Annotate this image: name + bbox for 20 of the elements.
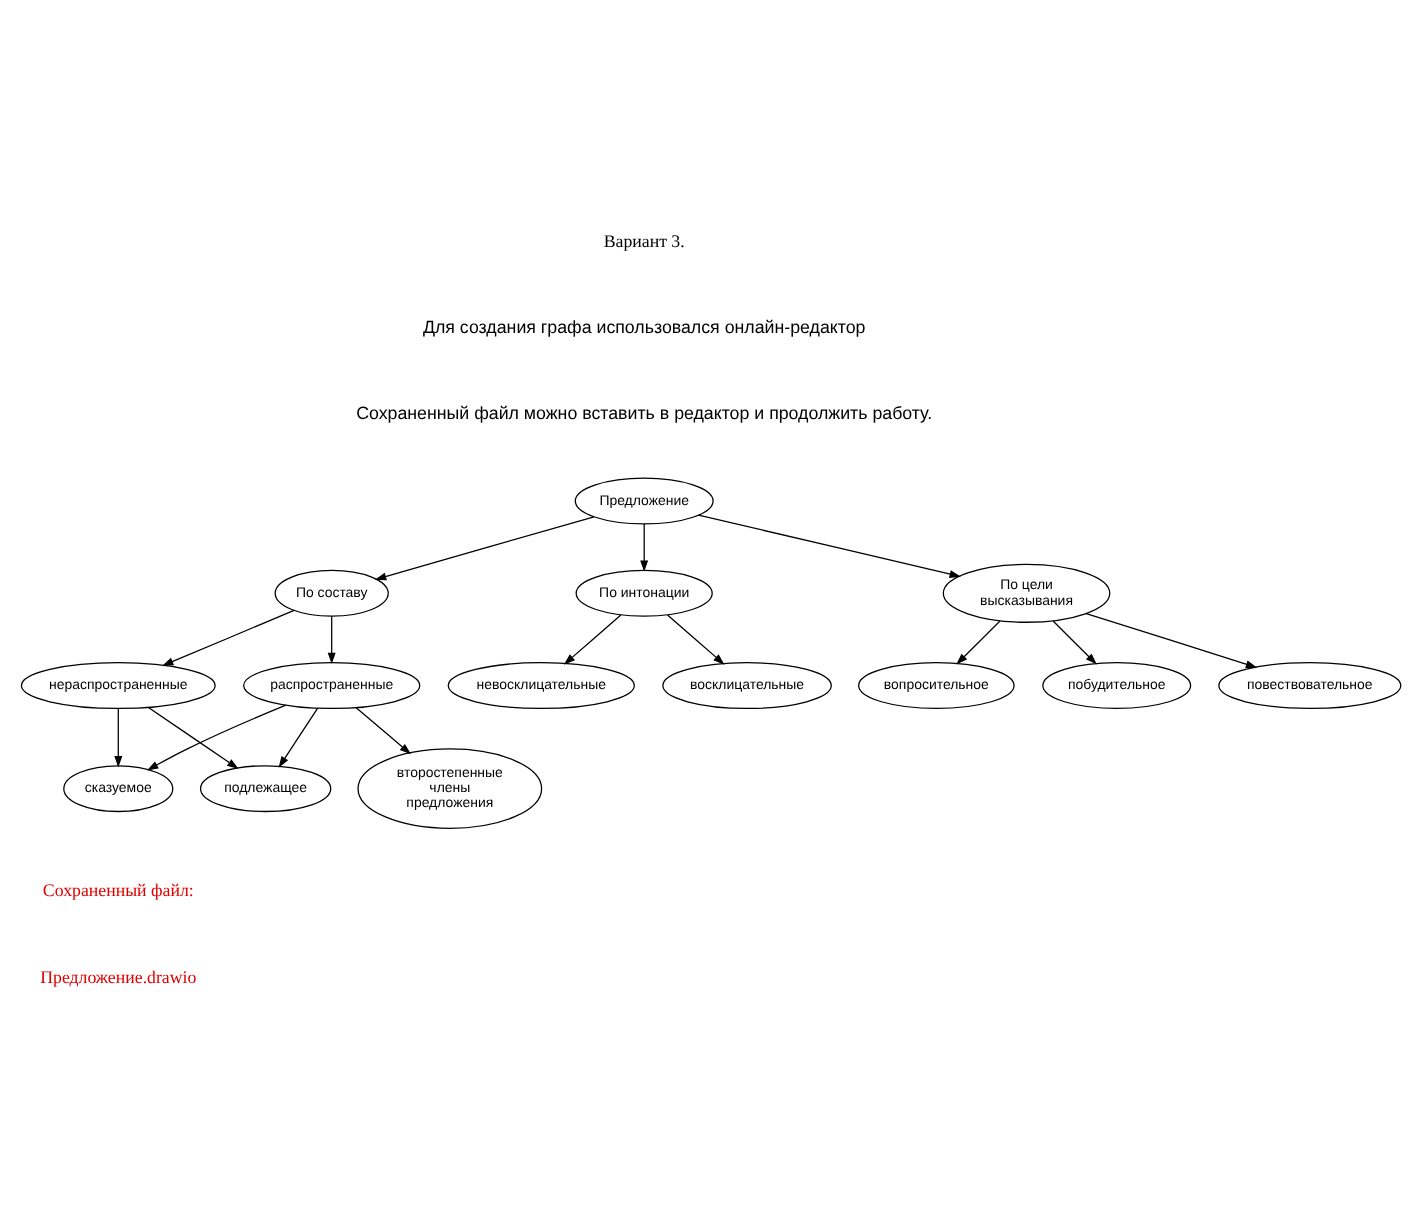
- arrow: [697, 513, 962, 577]
- label: Сохраненный файл можно вставить в редактор и продолжить работу.: [356, 402, 933, 423]
- arrow: [114, 707, 123, 767]
- arrow: [278, 706, 319, 767]
- arrow: [355, 706, 412, 754]
- arrow: [161, 608, 295, 665]
- arrow: [327, 614, 336, 664]
- arrow: [666, 613, 725, 664]
- arrow: [374, 515, 595, 580]
- label: Сохраненный файл:: [42, 879, 194, 900]
- arrow: [147, 705, 239, 768]
- label: Для создания графа использовался онлайн-редактор: [422, 316, 866, 337]
- label: Вариант 3.: [603, 229, 685, 250]
- arrow: [640, 522, 649, 571]
- arrow: [1052, 619, 1097, 664]
- arrow: [1085, 611, 1258, 668]
- arrow: [956, 619, 1001, 664]
- label: Предложение.drawio: [40, 965, 197, 986]
- arrow: [563, 613, 622, 664]
- arrow: [147, 703, 287, 770]
